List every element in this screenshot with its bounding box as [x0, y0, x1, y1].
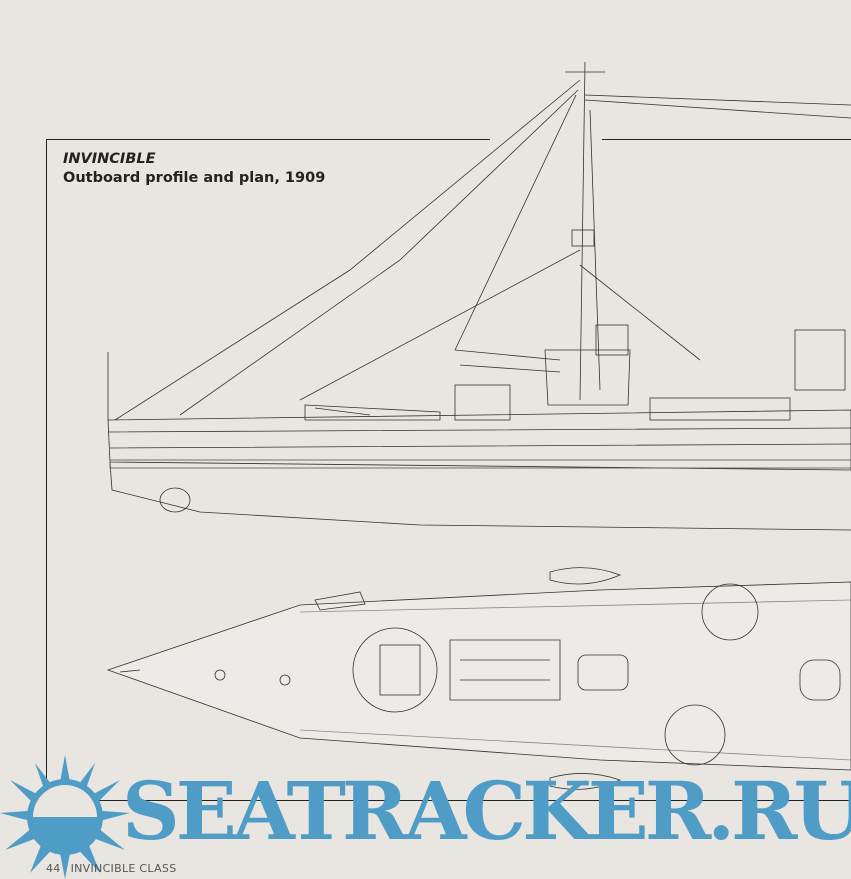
drawing-subtitle: Outboard profile and plan, 1909 [63, 170, 326, 186]
drawing-frame [46, 139, 851, 801]
ship-name: INVINCIBLE [63, 151, 156, 167]
page-folio: 44 INVINCIBLE CLASS [46, 862, 186, 875]
sun-icon [0, 755, 130, 879]
page-number: 44 [46, 862, 61, 875]
frame-gap [490, 134, 602, 144]
drawing-title: INVINCIBLE Outboard profile and plan, 19… [63, 150, 325, 188]
running-head: INVINCIBLE CLASS [70, 862, 177, 875]
plan-view [106, 567, 851, 790]
watermark-text: SEATRACKER.RU [122, 764, 851, 858]
profile-view [107, 61, 851, 531]
